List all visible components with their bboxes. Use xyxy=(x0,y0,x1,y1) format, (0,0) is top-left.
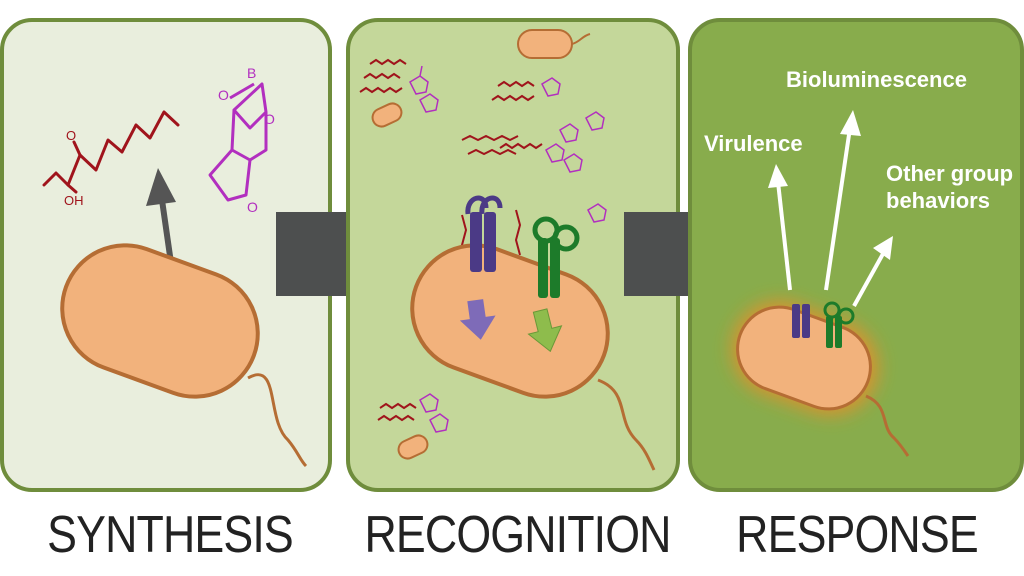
bacterium-cell xyxy=(60,243,260,399)
bioluminescence-label: Bioluminescence xyxy=(786,67,967,92)
borate-o2-label: O xyxy=(264,111,275,127)
response-arrows xyxy=(768,110,893,307)
purple-receptor xyxy=(792,304,810,338)
other-group-behaviors-label: Other group behaviors xyxy=(886,160,1013,214)
small-bacterium xyxy=(397,434,429,460)
small-bacterium xyxy=(517,29,573,59)
recognition-label: RECOGNITION xyxy=(364,506,672,564)
bacterium-flagellum xyxy=(865,394,910,457)
acyl-chain-molecule xyxy=(42,110,180,194)
other-group-line-1: Other group xyxy=(886,161,1014,186)
bacterium-flagellum xyxy=(247,373,308,468)
green-receptor xyxy=(532,216,580,298)
virulence-label: Virulence xyxy=(704,131,803,156)
acyl-oxygen-label: O xyxy=(66,128,76,143)
other-group-line-2: behaviors xyxy=(886,188,990,213)
synthesis-label: SYNTHESIS xyxy=(47,506,294,564)
borate-molecule xyxy=(208,82,268,202)
purple-receptor xyxy=(465,195,503,272)
purple-signal-arrow xyxy=(459,299,496,340)
borate-b-label: B xyxy=(247,65,256,81)
green-signal-arrow xyxy=(527,308,563,353)
borate-o1-label: O xyxy=(218,87,229,103)
small-flagellum xyxy=(571,33,591,45)
green-receptor xyxy=(823,301,855,348)
borate-o3-label: O xyxy=(247,199,258,215)
response-label: RESPONSE xyxy=(736,506,979,564)
small-bacterium xyxy=(371,102,403,128)
bacterium-flagellum xyxy=(597,378,656,471)
signal-molecules-borate xyxy=(409,65,607,433)
acyl-hydroxyl-label: OH xyxy=(64,193,84,208)
